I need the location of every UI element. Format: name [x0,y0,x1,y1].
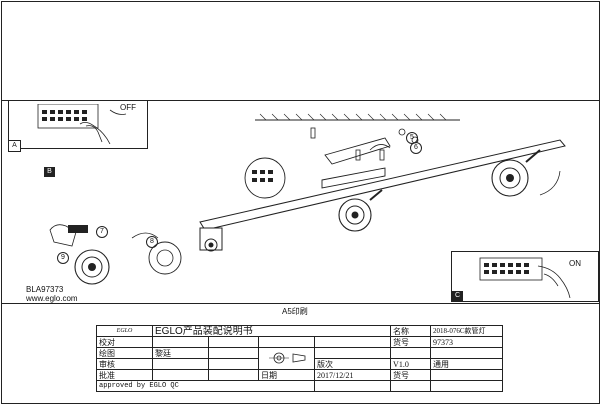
logo-cell: EGLO [96,325,153,337]
version-label: 版次 [313,358,392,370]
review-label: 审核 [96,358,153,370]
track-light-assembly-illustration [49,113,566,285]
callout-8: 8 [146,236,158,248]
name-label: 名称 [390,325,432,337]
switch-off-label: OFF [120,103,136,112]
goods-label-2: 货号 [390,369,432,381]
drawing-value: 黎廷 [152,347,209,359]
date-value: 2017/12/21 [313,369,392,381]
projection-symbol [258,347,315,370]
bottom-divider [1,303,599,304]
approval-footer: approved by EGLO QC [96,380,315,392]
callout-7: 7 [96,226,108,238]
panel-c-label: C [452,291,463,301]
product-code: BLA97373 [26,285,64,294]
proof-label: 校对 [96,336,153,348]
panel-c-frame [451,251,599,302]
switch-off-illustration [37,104,127,144]
version-value: V1.0 [390,358,432,370]
switch-on-label: ON [569,259,581,268]
brand-title: EGLO产品装配说明书 [151,325,392,337]
product-website: www.eglo.com [26,294,78,303]
projection-icon [268,352,305,363]
date-label: 日期 [258,369,315,381]
print-note: A5印刷 [282,307,308,316]
goods-value: 97373 [430,336,504,348]
general-label: 通用 [430,358,504,370]
goods-label: 货号 [390,336,432,348]
title-block: EGLO EGLO产品装配说明书 名称 2018-076C款管灯 校对 货号 9… [96,325,504,392]
callout-6: 6 [410,142,422,154]
approve-label: 批准 [96,369,153,381]
switch-on-illustration [479,257,571,298]
name-value: 2018-076C款管灯 [430,325,504,337]
callout-9: 9 [57,252,69,264]
panel-a-frame [8,100,148,149]
panel-b-label: B [44,167,55,177]
drawing-label: 绘图 [96,347,153,359]
eglo-logo: EGLO [116,327,133,334]
top-divider [1,100,599,101]
panel-a-label: A [8,140,21,152]
